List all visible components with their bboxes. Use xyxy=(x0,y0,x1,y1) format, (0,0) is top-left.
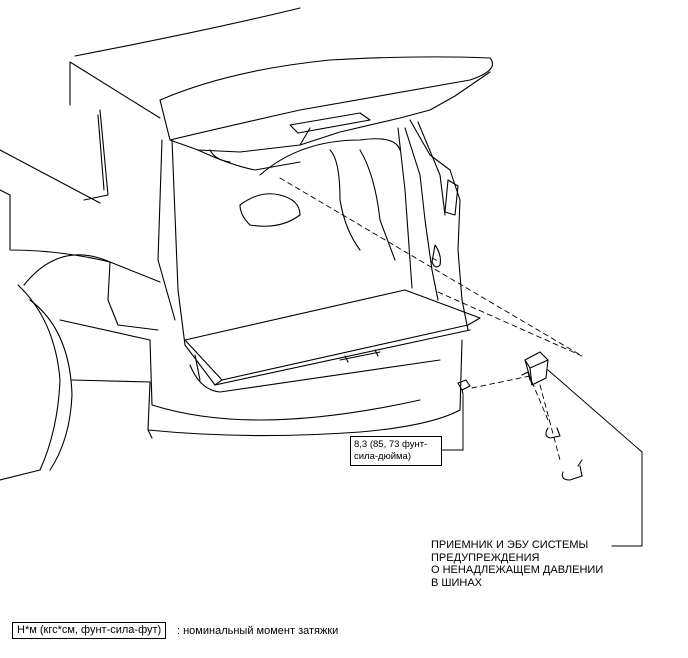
part-label-line-3: О НЕНАДЛЕЖАЩЕМ ДАВЛЕНИИ xyxy=(431,564,604,576)
part-label-line-1: ПРИЕМНИК И ЭБУ СИСТЕМЫ xyxy=(431,539,589,551)
torque-legend-box: Н*м (кгс*см, фунт-сила-фут) xyxy=(12,622,167,639)
liftgate xyxy=(159,56,494,171)
vehicle-body xyxy=(0,7,463,481)
torque-legend-description: : номинальный момент затяжки xyxy=(177,625,339,637)
torque-spec-box: 8,3 (85, 73 фунт- сила-дюйма) xyxy=(350,436,442,466)
clip-lower xyxy=(561,459,583,481)
clip-upper xyxy=(545,427,561,439)
tpms-receiver-label: ПРИЕМНИК И ЭБУ СИСТЕМЫ ПРЕДУПРЕЖДЕНИЯ О … xyxy=(431,539,603,589)
torque-spec-line-2: сила-дюйма) xyxy=(354,451,411,462)
installation-leader xyxy=(279,177,583,461)
cargo-opening xyxy=(157,119,469,346)
label-leaders xyxy=(441,369,643,547)
part-label-line-4: В ШИНАХ xyxy=(431,576,482,589)
bolt xyxy=(457,379,471,395)
torque-spec-line-1: 8,3 (85, 73 фунт- xyxy=(354,439,428,450)
part-label-line-2: ПРЕДУПРЕЖДЕНИЯ xyxy=(431,551,540,564)
tpms-receiver-module xyxy=(521,351,549,386)
cargo-floor xyxy=(184,289,481,393)
